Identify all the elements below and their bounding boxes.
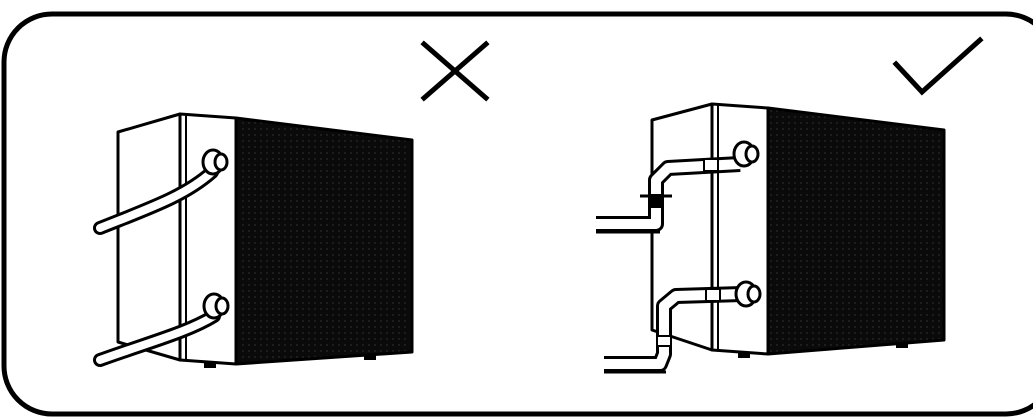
rigid-pipe-upper	[596, 156, 741, 234]
unit-foot	[738, 352, 750, 358]
outdoor-unit	[116, 112, 414, 368]
outdoor-unit	[650, 102, 946, 358]
valve-connector-lower	[734, 280, 762, 308]
valve-connector-lower	[202, 292, 230, 320]
fan-grille	[234, 116, 414, 366]
flexible-hose-upper	[93, 165, 219, 235]
pipe-coupling	[703, 158, 719, 172]
valve-connector-upper	[201, 148, 229, 176]
pipe-coupling	[705, 288, 721, 302]
rigid-pipe-lower	[604, 286, 743, 374]
unit-foot	[204, 362, 216, 368]
unit-foot	[364, 354, 376, 360]
valve-connector-upper	[732, 140, 760, 168]
check-icon	[892, 36, 984, 96]
cross-icon	[420, 40, 490, 102]
flexible-hose-lower	[93, 309, 221, 367]
panel-incorrect	[93, 40, 490, 368]
pipe-coupling	[656, 335, 672, 347]
unit-foot	[896, 342, 908, 348]
panel-correct	[596, 36, 984, 374]
unit-side-panel	[116, 112, 182, 362]
fan-grille	[766, 106, 946, 356]
